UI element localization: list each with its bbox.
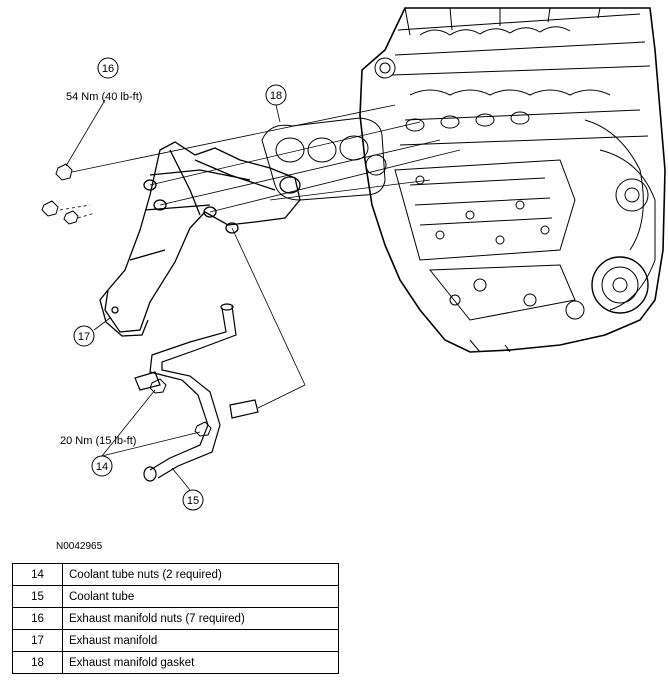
legend-row: 15 Coolant tube [12,585,339,608]
callout-leaders [65,99,281,491]
legend-row: 16 Exhaust manifold nuts (7 required) [12,607,339,630]
legend-row: 17 Exhaust manifold [12,629,339,652]
svg-text:17: 17 [78,331,90,343]
figure-id: N0042965 [56,541,103,552]
legend-number: 18 [12,651,63,674]
manifold-nuts [41,163,79,225]
alignment-lines [59,104,461,409]
legend-description: Coolant tube nuts (2 required) [62,563,339,586]
parts-legend-table: 14 Coolant tube nuts (2 required) 15 Coo… [12,563,339,674]
callout-18: 18 [265,84,287,106]
coolant-tube-nuts [149,378,212,437]
callout-14: 14 [91,455,113,477]
svg-text:15: 15 [187,495,199,507]
callout-17: 17 [73,325,95,347]
legend-row: 14 Coolant tube nuts (2 required) [12,563,339,586]
legend-description: Coolant tube [62,585,339,608]
engine-block [359,7,666,353]
torque-label-coolant-nuts: 20 Nm (15 lb-ft) [60,435,136,447]
legend-number: 17 [12,629,63,652]
torque-label-manifold-nuts: 54 Nm (40 lb-ft) [66,91,142,103]
legend-row: 18 Exhaust manifold gasket [12,651,339,674]
legend-description: Exhaust manifold nuts (7 required) [62,607,339,630]
svg-text:18: 18 [270,90,282,102]
legend-number: 15 [12,585,63,608]
exploded-view-diagram: 16 54 Nm (40 lb-ft) 18 17 20 Nm (15 lb-f… [41,7,666,511]
svg-text:16: 16 [102,63,114,75]
svg-text:14: 14 [96,461,108,473]
legend-description: Exhaust manifold [62,629,339,652]
coolant-tube [134,303,259,482]
callout-15: 15 [182,489,204,511]
callout-16: 16 [97,57,119,79]
legend-description: Exhaust manifold gasket [62,651,339,674]
legend-number: 14 [12,563,63,586]
exhaust-manifold [99,141,301,337]
legend-number: 16 [12,607,63,630]
